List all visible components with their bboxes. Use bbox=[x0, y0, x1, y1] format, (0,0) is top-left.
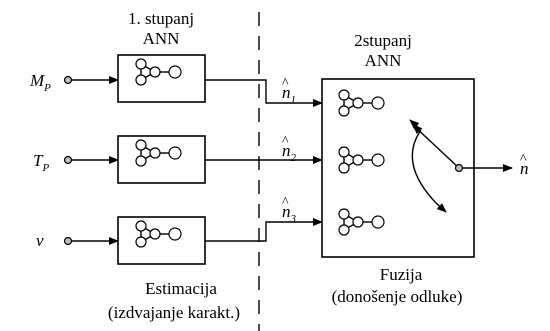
caption-left-line1: Estimacija bbox=[145, 279, 217, 298]
switch-needle bbox=[412, 124, 460, 169]
input-port-tp bbox=[63, 155, 73, 165]
estimate-hat-n1: ^ bbox=[282, 76, 289, 91]
input-label-v: v bbox=[36, 231, 44, 250]
stage1-title-line1: 1. stupanj bbox=[128, 9, 194, 28]
output-label: n bbox=[520, 159, 529, 178]
selector-arrow-down bbox=[435, 202, 447, 213]
stage1-ann-box-3 bbox=[117, 216, 206, 265]
caption-left-line2: (izdvajanje karakt.) bbox=[108, 303, 240, 322]
connector-1 bbox=[205, 79, 323, 107]
switch-pivot bbox=[454, 163, 464, 173]
stage1-ann-box-1 bbox=[117, 54, 206, 103]
stage2-title-line1: 2stupanj bbox=[354, 31, 412, 50]
connector-3 bbox=[205, 218, 323, 242]
selector-arc bbox=[411, 129, 437, 204]
estimate-label-n2: n2 bbox=[282, 141, 297, 164]
estimate-label-n1: n1 bbox=[282, 83, 296, 106]
caption-right-line1: Fuzija bbox=[380, 265, 423, 284]
caption-right-line2: (donošenje odluke) bbox=[332, 287, 463, 306]
stage2-title-line2: ANN bbox=[365, 51, 402, 70]
input-port-v bbox=[63, 236, 73, 246]
stage1-ann-box-2 bbox=[117, 135, 206, 184]
estimate-hat-n2: ^ bbox=[282, 134, 289, 149]
input-label-tp: TP bbox=[33, 151, 49, 174]
input-label-mp: MP bbox=[29, 71, 51, 94]
output-hat: ^ bbox=[520, 152, 527, 167]
input-port-mp bbox=[63, 75, 73, 85]
stage1-title-line2: ANN bbox=[143, 29, 180, 48]
estimate-hat-n3: ^ bbox=[282, 195, 289, 210]
estimate-label-n3: n3 bbox=[282, 202, 297, 225]
